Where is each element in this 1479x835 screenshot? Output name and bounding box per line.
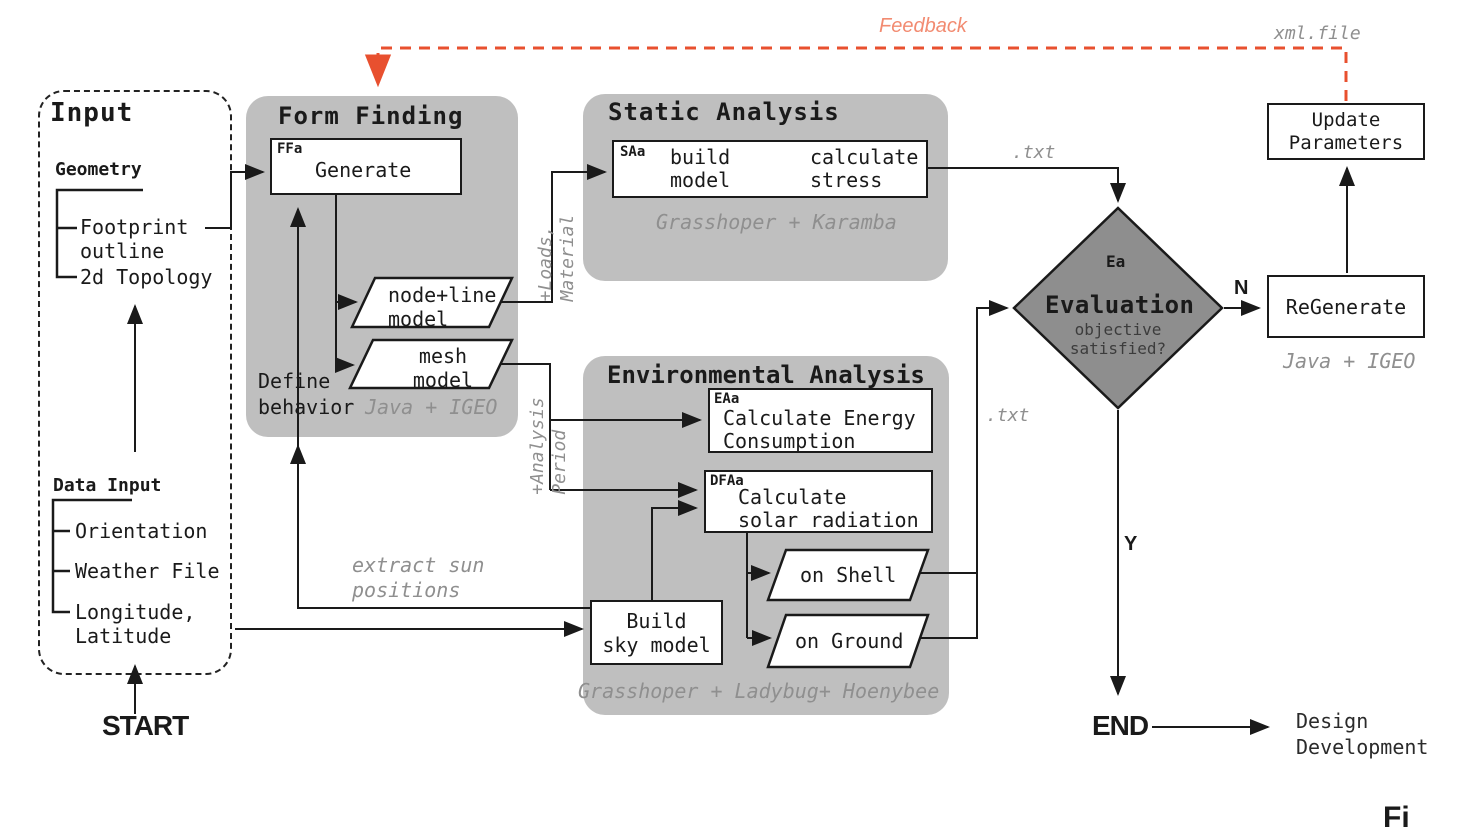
on-shell-label: on Shell xyxy=(800,563,897,587)
generate-box xyxy=(270,138,462,195)
xml-file-label: xml.file xyxy=(1274,23,1361,44)
ea-tag: Ea xyxy=(1106,252,1126,271)
geometry-item-topology: 2d Topology xyxy=(80,265,213,289)
feedback-dashed-arrow xyxy=(364,46,1348,101)
caption-fragment: Fi xyxy=(1383,801,1410,834)
static-tool: Grasshoper + Karamba xyxy=(656,210,897,234)
extract-sun-label: extract sun positions xyxy=(352,553,485,602)
saa-tag: SAa xyxy=(620,144,646,160)
evaluation-title: Evaluation xyxy=(1045,291,1195,319)
arrow-sky-to-form-finding xyxy=(290,207,590,609)
arrow-static-to-evaluation xyxy=(928,167,1126,203)
y-branch-label: Y xyxy=(1124,533,1138,555)
arrow-footprint-to-generate xyxy=(205,164,265,229)
data-item-weather: Weather File xyxy=(75,559,220,583)
feedback-label: Feedback xyxy=(879,15,967,37)
arrow-sky-to-dfaa xyxy=(651,500,698,600)
end-label: END xyxy=(1092,710,1149,741)
arrow-nodeline-to-static xyxy=(501,164,607,303)
evaluation-diamond xyxy=(1012,206,1224,410)
arrow-env-to-evaluation xyxy=(918,300,1009,639)
data-input-bracket xyxy=(51,498,132,614)
input-title: Input xyxy=(50,98,134,128)
solar-box xyxy=(704,470,933,533)
environmental-analysis-title: Environmental Analysis xyxy=(607,361,925,389)
on-ground-label: on Ground xyxy=(795,629,904,653)
line-mesh-to-env xyxy=(501,363,551,490)
energy-box xyxy=(708,388,933,453)
build-sky-box: Build sky model xyxy=(590,600,723,665)
form-finding-tool: Java + IGEO xyxy=(365,395,498,419)
mesh-model-shape xyxy=(348,338,514,390)
build-model-label: build model xyxy=(670,145,731,192)
loads-material-label: +Loads, Material xyxy=(535,214,578,302)
geometry-item-footprint: Footprint outline xyxy=(80,215,189,263)
eaa-tag: EAa xyxy=(714,391,740,407)
regenerate-box: ReGenerate xyxy=(1267,275,1425,338)
data-item-orientation: Orientation xyxy=(75,519,208,543)
static-analysis-title: Static Analysis xyxy=(608,98,840,126)
analysis-period-label: +Analysis Period xyxy=(527,397,570,495)
data-item-longitude: Longitude, Latitude xyxy=(75,600,196,648)
data-input-heading: Data Input xyxy=(53,475,162,496)
static-box xyxy=(612,140,928,198)
geometry-heading: Geometry xyxy=(55,159,142,180)
txt-env-label: .txt xyxy=(986,405,1030,426)
start-label: START xyxy=(102,710,189,741)
energy-label: Calculate Energy Consumption xyxy=(723,406,916,453)
calculate-stress-label: calculate stress xyxy=(810,145,919,192)
update-parameters-box: Update Parameters xyxy=(1267,103,1425,160)
solar-label: Calculate solar radiation xyxy=(738,485,919,532)
n-branch-label: N xyxy=(1234,277,1249,299)
generate-label: Generate xyxy=(315,158,412,182)
environmental-tool: Grasshoper + Ladybug+ Hoenybee xyxy=(578,679,940,703)
on-shell-shape xyxy=(766,548,930,602)
on-ground-shape xyxy=(766,613,930,669)
ffa-tag: FFa xyxy=(277,141,303,157)
regenerate-tool: Java + IGEO xyxy=(1283,349,1416,373)
mesh-label: mesh model xyxy=(412,344,474,392)
design-development-label: Design Development xyxy=(1296,709,1429,759)
dfaa-tag: DFAa xyxy=(710,473,744,489)
node-line-model-shape xyxy=(350,276,514,329)
geometry-bracket xyxy=(55,188,143,279)
form-finding-title: Form Finding xyxy=(278,102,464,130)
evaluation-question: objective satisfied? xyxy=(1069,320,1167,358)
node-line-label: node+line model xyxy=(388,283,497,331)
txt-static-label: .txt xyxy=(1012,142,1056,163)
define-behavior-label: Define behavior xyxy=(258,369,355,419)
